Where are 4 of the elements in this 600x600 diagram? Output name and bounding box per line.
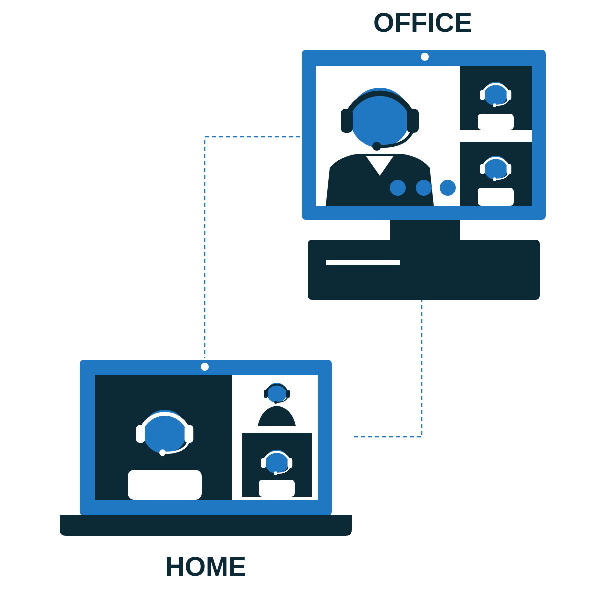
location-heading: HOME (166, 552, 246, 583)
dashed-connector (204, 136, 300, 358)
location-heading: OFFICE (374, 8, 472, 39)
dashed-connector (354, 300, 423, 438)
